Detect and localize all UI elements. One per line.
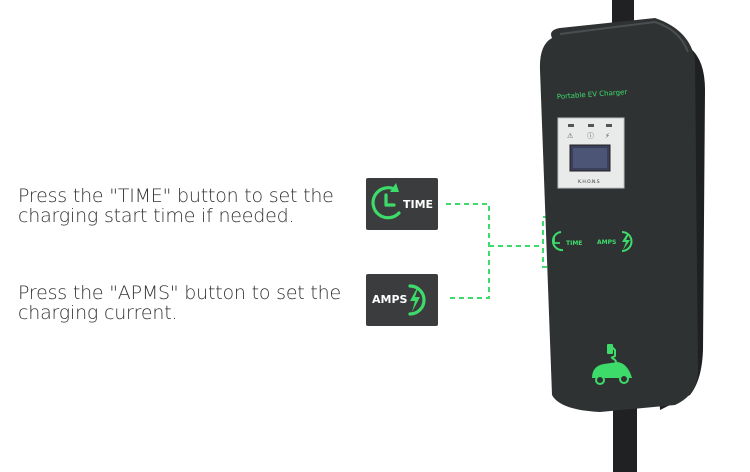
time-badge-label: TIME xyxy=(403,198,434,211)
plug-icon: ⚡ xyxy=(605,132,610,140)
panel-amps-button[interactable]: AMPS xyxy=(597,231,633,252)
lightning-circle-icon xyxy=(408,284,426,316)
time-button-badge: TIME xyxy=(366,178,438,230)
screen-label: K.H.O.N.S xyxy=(578,179,600,185)
charge-led xyxy=(606,124,612,127)
amps-button-badge: AMPS xyxy=(366,274,438,326)
clock-arrow-icon xyxy=(371,183,401,220)
time-instruction-line1: Press the "TIME" button to set the xyxy=(18,185,334,207)
amps-instruction-line2: charging current. xyxy=(18,302,178,324)
panel-time-label: TIME xyxy=(566,240,582,247)
amps-instruction-line1: Press the "APMS" button to set the xyxy=(18,282,341,304)
panel-time-button[interactable]: TIME xyxy=(552,231,582,252)
time-instruction: Press the "TIME" button to set the charg… xyxy=(18,186,334,226)
time-instruction-line2: charging start time if needed. xyxy=(18,205,295,227)
device-body xyxy=(539,18,698,412)
warning-icon: ⚠ xyxy=(567,132,574,140)
amps-instruction: Press the "APMS" button to set the charg… xyxy=(18,283,341,323)
bottom-cable xyxy=(613,400,637,472)
power-icon: ⓘ xyxy=(587,132,594,140)
power-led xyxy=(588,124,594,127)
panel-amps-label: AMPS xyxy=(597,239,616,246)
warning-led xyxy=(568,124,574,127)
ev-car-icon xyxy=(592,344,632,385)
amps-badge-label: AMPS xyxy=(372,293,408,306)
